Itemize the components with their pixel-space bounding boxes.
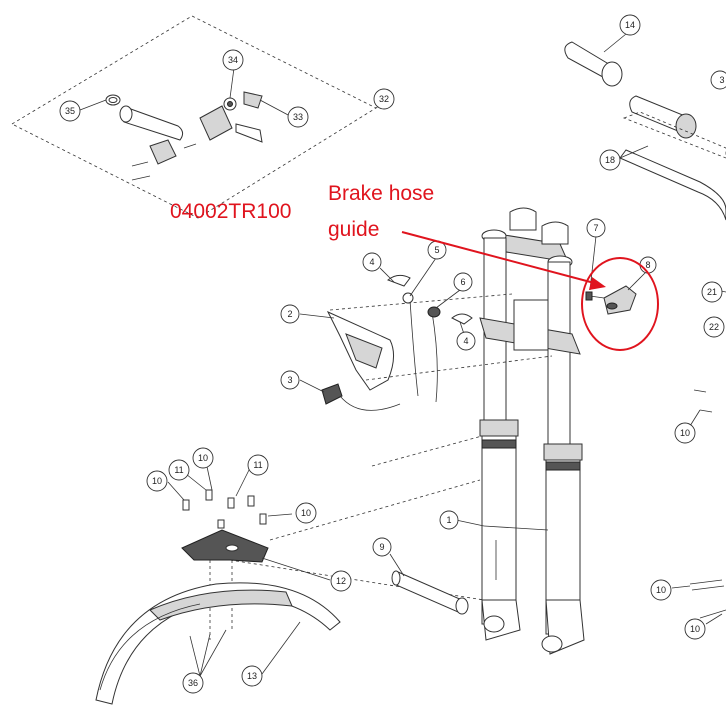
front-fender <box>95 582 341 705</box>
annotation-arrowhead <box>589 277 606 290</box>
svg-text:33: 33 <box>293 112 303 122</box>
callout-4a: 4 <box>362 252 382 272</box>
fender-bracket-group <box>181 489 269 640</box>
callout-22: 22 <box>703 316 725 338</box>
axle-part <box>391 570 469 615</box>
svg-text:18: 18 <box>605 155 615 165</box>
callout-11b: 11 <box>247 454 269 476</box>
part-number-label: 04002TR100 <box>170 200 291 223</box>
alignment-lines <box>229 293 553 601</box>
annotation-label-line2: guide <box>328 218 379 241</box>
callout-11a: 11 <box>168 459 190 481</box>
svg-text:4: 4 <box>369 257 374 267</box>
callout-36: 36 <box>182 672 204 694</box>
svg-text:11: 11 <box>253 460 262 470</box>
callout-14: 14 <box>619 14 641 36</box>
svg-text:4: 4 <box>463 336 468 346</box>
right-side-bolts <box>689 389 726 619</box>
highlight-circle <box>581 257 659 351</box>
svg-text:10: 10 <box>680 428 690 438</box>
callout-18: 18 <box>599 149 621 171</box>
svg-text:6: 6 <box>460 277 465 287</box>
svg-text:35: 35 <box>65 106 75 116</box>
callout-34: 34 <box>222 49 244 71</box>
callout-3-right: 3 <box>710 70 726 90</box>
svg-text:36: 36 <box>188 678 198 688</box>
handlebar-group <box>564 41 726 221</box>
svg-text:5: 5 <box>434 245 439 255</box>
callout-32: 32 <box>373 88 395 110</box>
callout-10b: 10 <box>192 447 214 469</box>
svg-text:32: 32 <box>379 94 389 104</box>
svg-text:9: 9 <box>379 542 384 552</box>
callout-9: 9 <box>372 537 392 557</box>
svg-text:11: 11 <box>174 465 183 475</box>
callout-35: 35 <box>59 100 81 122</box>
callout-7: 7 <box>586 218 606 238</box>
svg-text:14: 14 <box>625 20 635 30</box>
svg-text:10: 10 <box>152 476 162 486</box>
svg-text:1: 1 <box>446 515 451 525</box>
svg-text:2: 2 <box>287 309 292 319</box>
svg-text:8: 8 <box>645 260 650 270</box>
brake-hose-guide-annotation: 04002TR100 Brake hose guide <box>170 182 659 351</box>
front-fork <box>479 237 585 655</box>
callout-10d: 10 <box>674 422 696 444</box>
callout-12: 12 <box>330 570 352 592</box>
annotation-arrow-line <box>401 231 599 285</box>
throttle-kit-group <box>11 15 377 219</box>
callout-10f: 10 <box>684 618 706 640</box>
callout-4b: 4 <box>456 331 476 351</box>
svg-text:3: 3 <box>719 75 724 85</box>
leader-lines <box>79 33 726 677</box>
svg-text:7: 7 <box>593 223 598 233</box>
callout-13: 13 <box>241 665 263 687</box>
callout-2: 2 <box>280 304 300 324</box>
svg-text:10: 10 <box>656 585 666 595</box>
svg-text:13: 13 <box>247 671 257 681</box>
svg-text:10: 10 <box>198 453 208 463</box>
callout-6: 6 <box>453 272 473 292</box>
callout-10e: 10 <box>650 579 672 601</box>
callout-10a: 10 <box>146 470 168 492</box>
svg-text:34: 34 <box>228 55 238 65</box>
svg-text:10: 10 <box>690 624 700 634</box>
number-plate-group <box>321 274 473 411</box>
svg-text:10: 10 <box>301 508 311 518</box>
callout-bubbles: 1 2 3 4 4 5 6 7 8 9 10 10 10 10 10 10 11… <box>59 14 726 694</box>
callout-10c: 10 <box>295 502 317 524</box>
svg-text:22: 22 <box>709 322 719 332</box>
callout-21: 21 <box>701 281 723 303</box>
callout-1: 1 <box>439 510 459 530</box>
callout-33: 33 <box>287 106 309 128</box>
svg-text:21: 21 <box>707 287 717 297</box>
brake-hose-guide-part <box>585 285 637 315</box>
callout-8: 8 <box>639 256 657 274</box>
svg-text:12: 12 <box>336 576 346 586</box>
svg-text:3: 3 <box>287 375 292 385</box>
callout-3: 3 <box>280 370 300 390</box>
annotation-label-line1: Brake hose <box>328 182 434 205</box>
